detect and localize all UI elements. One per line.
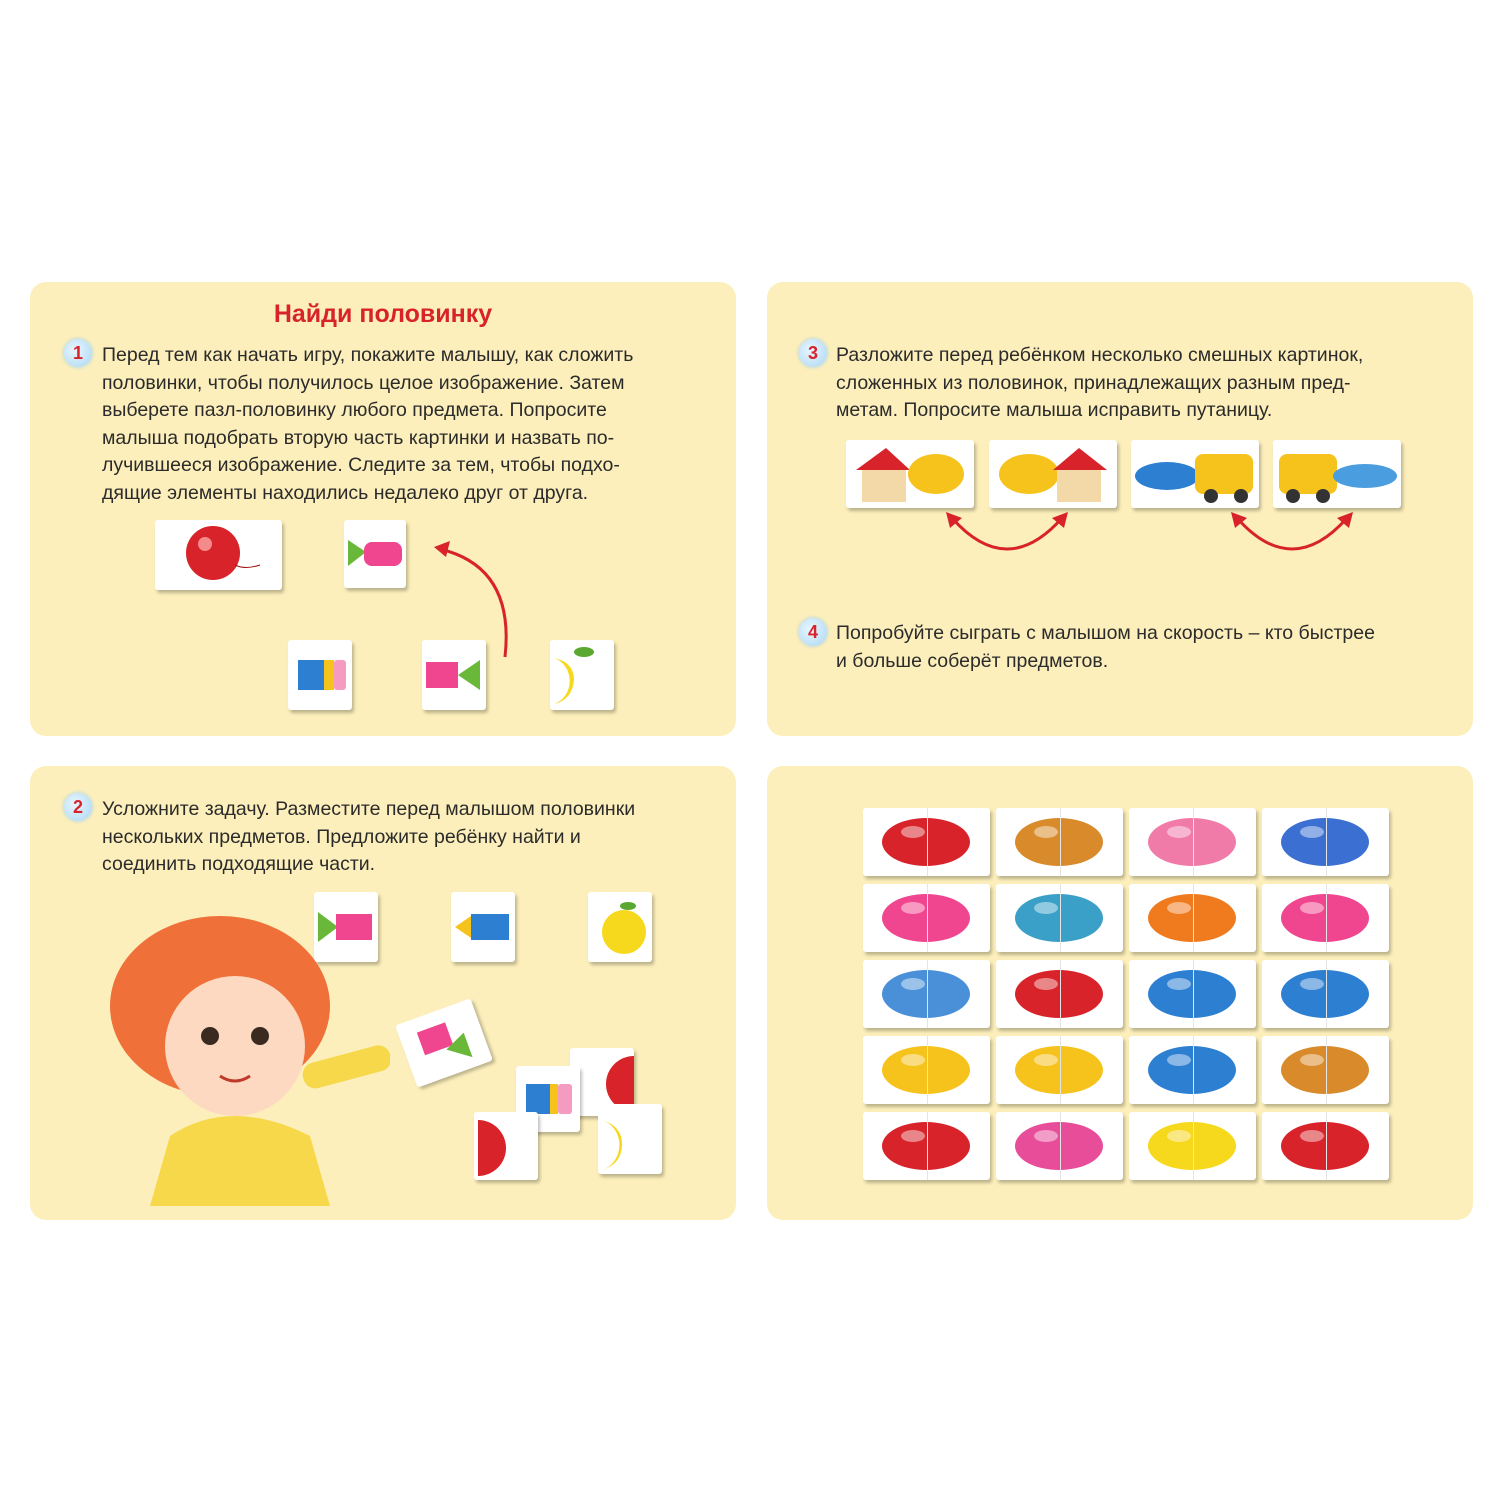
wreath-icon — [1015, 1122, 1103, 1170]
puzzle-tile-candy — [1262, 884, 1389, 952]
puzzle-tile-yarn — [1129, 960, 1256, 1028]
puzzle-tile-fish — [863, 1036, 990, 1104]
puzzle-tile-telephone — [1262, 1112, 1389, 1180]
puzzle-tile-teacup — [1262, 808, 1389, 876]
step-badge-3: 3 — [799, 339, 827, 367]
fish-icon — [882, 1046, 970, 1094]
yarn-icon — [1148, 970, 1236, 1018]
puzzle-tile-candy — [344, 520, 406, 588]
puzzle-piece-candy — [422, 640, 486, 710]
puzzle-tile-pencil — [1262, 960, 1389, 1028]
text-line: лучившееся изображение. Следите за тем, … — [102, 454, 620, 476]
puzzle-tile-house — [996, 960, 1123, 1028]
pencil-icon — [1281, 970, 1369, 1018]
shell-icon — [1148, 818, 1236, 866]
apple-icon — [1148, 1122, 1236, 1170]
text-line: и больше соберёт предметов. — [836, 649, 1109, 672]
text-line: дящие элементы находились недалеко друг … — [102, 481, 589, 504]
scissors-icon — [1015, 894, 1103, 942]
carrot-icon — [1148, 894, 1236, 942]
panel-step-2: 2 Усложните задачу. Разместите перед мал… — [30, 766, 736, 1220]
panel-step-1: Найди половинку 1 Перед тем как начать и… — [30, 282, 736, 736]
mixed-tile-plane-bus — [1131, 440, 1259, 508]
puzzle-tile-earmuffs — [863, 960, 990, 1028]
step-badge-4: 4 — [799, 618, 827, 646]
pie-icon — [1015, 818, 1103, 866]
mixed-tile-fish-house — [989, 440, 1117, 508]
balloon-icon — [882, 818, 970, 866]
text-line: Усложните задачу. Разместите перед малыш… — [102, 798, 636, 820]
text-line: нескольких предметов. Предложите ребёнку… — [102, 825, 581, 848]
text-line: Разложите перед ребёнком несколько смешн… — [836, 344, 1364, 366]
puzzle-tile-balloon — [155, 520, 282, 590]
telephone-icon — [1281, 1122, 1369, 1170]
puzzle-piece-apple — [550, 640, 614, 710]
earmuffs-icon — [882, 970, 970, 1018]
puzzle-tile-scissors — [996, 884, 1123, 952]
mixed-tile-house-fish — [846, 440, 974, 508]
puzzle-piece-balloon — [474, 1112, 538, 1180]
text-line: Перед тем как начать игру, покажите малы… — [102, 344, 634, 366]
puzzle-piece-apple — [598, 1104, 662, 1174]
puzzle-tile-bow — [863, 884, 990, 952]
puzzle-piece-candy — [314, 892, 378, 962]
puzzle-piece-apple — [588, 892, 652, 962]
step-badge-2: 2 — [64, 793, 92, 821]
text-line: метам. Попросите малыша исправить путани… — [836, 399, 1273, 421]
puzzle-tile-bus — [996, 1036, 1123, 1104]
teacup-icon — [1281, 818, 1369, 866]
step-3-text: Разложите перед ребёнком несколько смешн… — [836, 342, 1363, 425]
puzzle-piece-pencil — [451, 892, 515, 962]
puzzle-tile-pie — [996, 808, 1123, 876]
text-line: Попробуйте сыграть с малышом на скорость… — [836, 622, 1375, 644]
puzzle-tile-balloon — [863, 808, 990, 876]
swap-arrow-icon — [1231, 512, 1353, 551]
step-badge-1: 1 — [64, 339, 92, 367]
flowers-icon — [882, 1122, 970, 1170]
puzzle-piece-pencil — [288, 640, 352, 710]
text-line: сложенных из половинок, принадлежащих ра… — [836, 371, 1351, 394]
text-line: выберете пазл-половинку любого предмета.… — [102, 399, 607, 421]
airplane-icon — [1148, 1046, 1236, 1094]
bus-icon — [1015, 1046, 1103, 1094]
girl-illustration — [110, 916, 390, 1206]
step-1-text: Перед тем как начать игру, покажите малы… — [102, 342, 633, 507]
panel-puzzle-grid — [767, 766, 1473, 1220]
mixed-tile-bus-plane — [1273, 440, 1401, 508]
step-2-text: Усложните задачу. Разместите перед малыш… — [102, 796, 635, 879]
candy-icon — [1281, 894, 1369, 942]
text-line: половинки, чтобы получилось целое изобра… — [102, 371, 625, 394]
arrow-icon — [434, 541, 508, 658]
bow-icon — [882, 894, 970, 942]
bread-icon — [1281, 1046, 1369, 1094]
step-4-text: Попробуйте сыграть с малышом на скорость… — [836, 620, 1375, 675]
text-line: соединить подходящие части. — [102, 853, 376, 875]
held-puzzle-piece-candy — [395, 998, 493, 1088]
puzzle-tile-flowers — [863, 1112, 990, 1180]
text-line: малыша подобрать вторую часть картинки и… — [102, 426, 615, 449]
page-title: Найди половинку — [273, 300, 493, 328]
puzzle-tile-carrot — [1129, 884, 1256, 952]
puzzle-tile-bread — [1262, 1036, 1389, 1104]
puzzle-tile-shell — [1129, 808, 1256, 876]
puzzle-tile-apple — [1129, 1112, 1256, 1180]
swap-arrow-icon — [946, 512, 1068, 551]
panel-step-3-4: 3 Разложите перед ребёнком несколько сме… — [767, 282, 1473, 736]
puzzle-tile-wreath — [996, 1112, 1123, 1180]
puzzle-tile-airplane — [1129, 1036, 1256, 1104]
house-icon — [1015, 970, 1103, 1018]
